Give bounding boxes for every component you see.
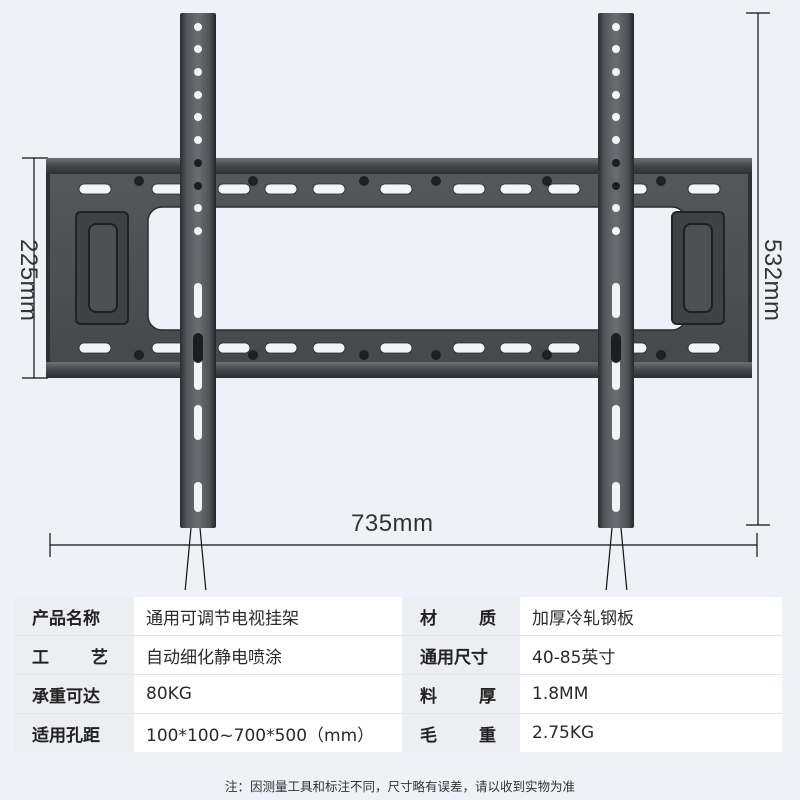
dimension-label-height-overall: 532mm: [759, 239, 786, 322]
dimension-label-width-overall: 735mm: [351, 510, 434, 537]
spec-value: 100*100~700*500（mm）: [134, 713, 402, 752]
spec-value: 加厚冷轧钢板: [520, 597, 782, 636]
spec-value: 1.8MM: [520, 674, 782, 714]
vertical-arm-right: [598, 13, 634, 528]
table-row: 适用孔距 100*100~700*500（mm） 毛重 2.75KG: [14, 713, 782, 752]
spec-label: 通用尺寸: [402, 635, 520, 675]
table-row: 工艺 自动细化静电喷涂 通用尺寸 40-85英寸: [14, 635, 782, 675]
spec-label: 工艺: [14, 635, 134, 675]
spec-label: 材质: [402, 597, 520, 636]
spec-label: 料厚: [402, 674, 520, 714]
spec-label: 适用孔距: [14, 713, 134, 752]
wall-mount-illustration: [22, 12, 770, 593]
dimension-lines: [22, 12, 770, 593]
spec-value: 40-85英寸: [520, 635, 782, 675]
vertical-arm-left: [180, 13, 216, 528]
spec-value: 2.75KG: [520, 713, 782, 752]
spec-label: 承重可达: [14, 674, 134, 714]
bracket-dimension-diagram: 225mm 532mm 735mm: [15, 12, 786, 593]
spec-value: 通用可调节电视挂架: [134, 597, 402, 636]
spec-value: 自动细化静电喷涂: [134, 635, 402, 675]
wall-plate: [46, 158, 752, 378]
table-row: 承重可达 80KG 料厚 1.8MM: [14, 674, 782, 714]
spec-value: 80KG: [134, 674, 402, 714]
spec-label: 产品名称: [14, 597, 134, 636]
dimension-label-height-inner: 225mm: [15, 239, 42, 322]
spec-table: 产品名称 通用可调节电视挂架 材质 加厚冷轧钢板 工艺 自动细化静电喷涂 通用尺…: [14, 597, 782, 752]
table-row: 产品名称 通用可调节电视挂架 材质 加厚冷轧钢板: [14, 597, 782, 636]
disclaimer-note: 注：因测量工具和标注不同，尺寸略有误差，请以收到实物为准: [224, 779, 575, 794]
spec-label: 毛重: [402, 713, 520, 752]
